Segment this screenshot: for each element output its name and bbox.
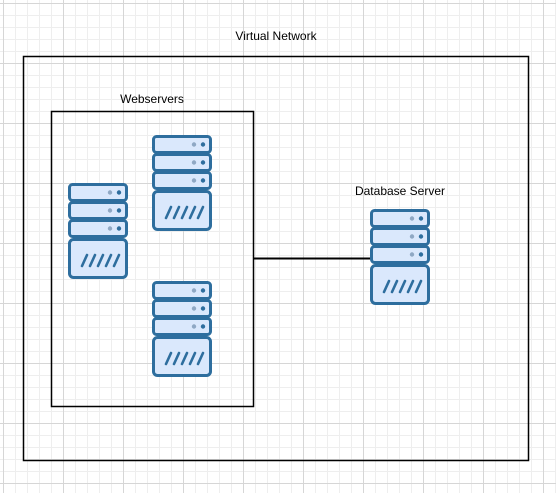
database-server-icon[interactable] xyxy=(370,209,430,305)
database-server-label: Database Server xyxy=(354,184,446,198)
webserver-left-icon[interactable] xyxy=(68,183,128,279)
webserver-top-icon[interactable] xyxy=(152,135,212,231)
webservers-label: Webservers xyxy=(120,92,184,106)
virtual-network-label: Virtual Network xyxy=(235,29,317,43)
virtual-network-container xyxy=(22,55,530,462)
webserver-bottom-icon[interactable] xyxy=(152,281,212,377)
